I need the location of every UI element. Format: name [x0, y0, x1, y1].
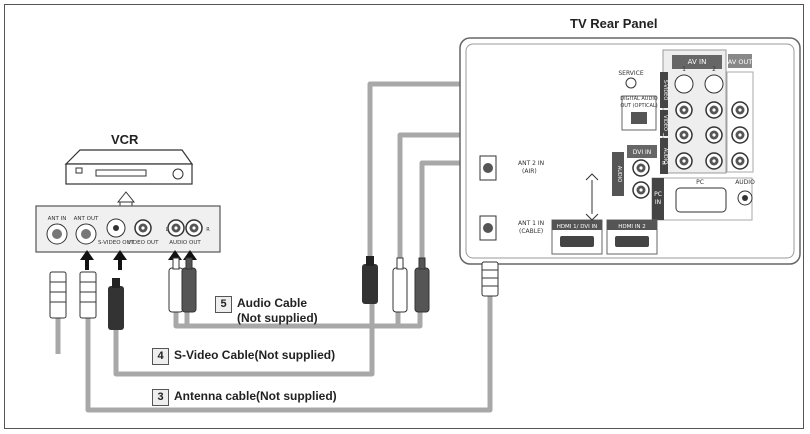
audio-cable-label: 5 Audio Cable (Not supplied) — [215, 296, 318, 326]
s-video-cable-label: 4 S-Video Cable(Not supplied) — [152, 348, 335, 365]
tv-audio-r-label: R — [662, 161, 666, 167]
cable-number-badge: 4 — [152, 348, 169, 365]
digital-audio-label-2: OUT (OPTICAL) — [620, 103, 657, 109]
tv-rear-panel — [459, 37, 801, 265]
ant2-label-1: ANT 2 IN — [518, 160, 544, 167]
pc-audio-label: AUDIO — [735, 179, 755, 186]
audio-cable-label-line2: (Not supplied) — [237, 311, 318, 325]
tv-panel-labels: AV IN 1 2 AV OUT SERVICE DIGITAL AUDIO O… — [518, 58, 755, 235]
audio-label: AUDIO — [662, 148, 668, 164]
tv-side-plugs — [362, 256, 499, 313]
s-video-label: S-VIDEO — [662, 80, 668, 101]
vcr-video-out-label: VIDEO OUT — [128, 240, 160, 246]
antenna-cable-label: 3 Antenna cable(Not supplied) — [152, 389, 337, 406]
diagram-frame — [4, 4, 804, 429]
audio-cable-tv-join — [395, 312, 423, 329]
vcr-audio-r-label: R — [206, 227, 210, 233]
vcr-ant-out-label: ANT OUT — [74, 216, 99, 222]
vcr-s-video-out-label: S-VIDEO OUT — [98, 240, 135, 246]
ant2-label-2: (AIR) — [522, 168, 537, 175]
audio-cable-vcr-join — [173, 312, 190, 329]
vcr-device — [35, 149, 221, 253]
pc-label: PC — [696, 179, 704, 186]
antenna-cable-label-text: Antenna cable(Not supplied) — [174, 389, 337, 403]
antenna-cable — [85, 296, 493, 413]
vcr-side-plugs — [49, 257, 197, 330]
vcr-audio-out-label: AUDIO OUT — [169, 240, 201, 246]
ant1-label-2: (CABLE) — [519, 228, 543, 235]
av-in-label: AV IN — [688, 58, 707, 66]
av-in-1-label: 1 — [682, 66, 686, 73]
service-label: SERVICE — [618, 70, 644, 77]
vcr-ant-in-label: ANT IN — [48, 216, 67, 222]
s-video-cable — [113, 304, 375, 377]
vcr-panel-labels: ANT IN ANT OUT S-VIDEO OUT VIDEO OUT AUD… — [48, 216, 211, 246]
pc-in-label-2: IN — [655, 199, 661, 206]
cable-number-badge: 5 — [215, 296, 232, 313]
hdmi1-label: HDMI 1/ DVI IN — [557, 224, 598, 230]
av-in-2-label: 2 — [712, 66, 716, 73]
dvi-in-label: DVI IN — [633, 149, 652, 156]
dvi-audio-label: AUDIO — [616, 166, 622, 182]
tv-audio-l-label: L — [663, 133, 666, 139]
ant1-label-1: ANT 1 IN — [518, 220, 544, 227]
s-video-cable-label-text: S-Video Cable(Not supplied) — [174, 348, 336, 362]
pc-in-label-1: PC — [654, 191, 662, 198]
digital-audio-label-1: DIGITAL AUDIO — [620, 96, 658, 102]
hdmi2-label: HDMI IN 2 — [618, 224, 645, 230]
video-label: VIDEO — [662, 115, 668, 131]
av-out-label: AV OUT — [728, 58, 752, 66]
tv-rear-panel-title: TV Rear Panel — [570, 16, 658, 31]
cable-number-badge: 3 — [152, 389, 169, 406]
vcr-title: VCR — [111, 132, 139, 147]
vcr-audio-l-label: L — [166, 227, 169, 233]
audio-cable-label-line1: Audio Cable — [237, 296, 308, 310]
